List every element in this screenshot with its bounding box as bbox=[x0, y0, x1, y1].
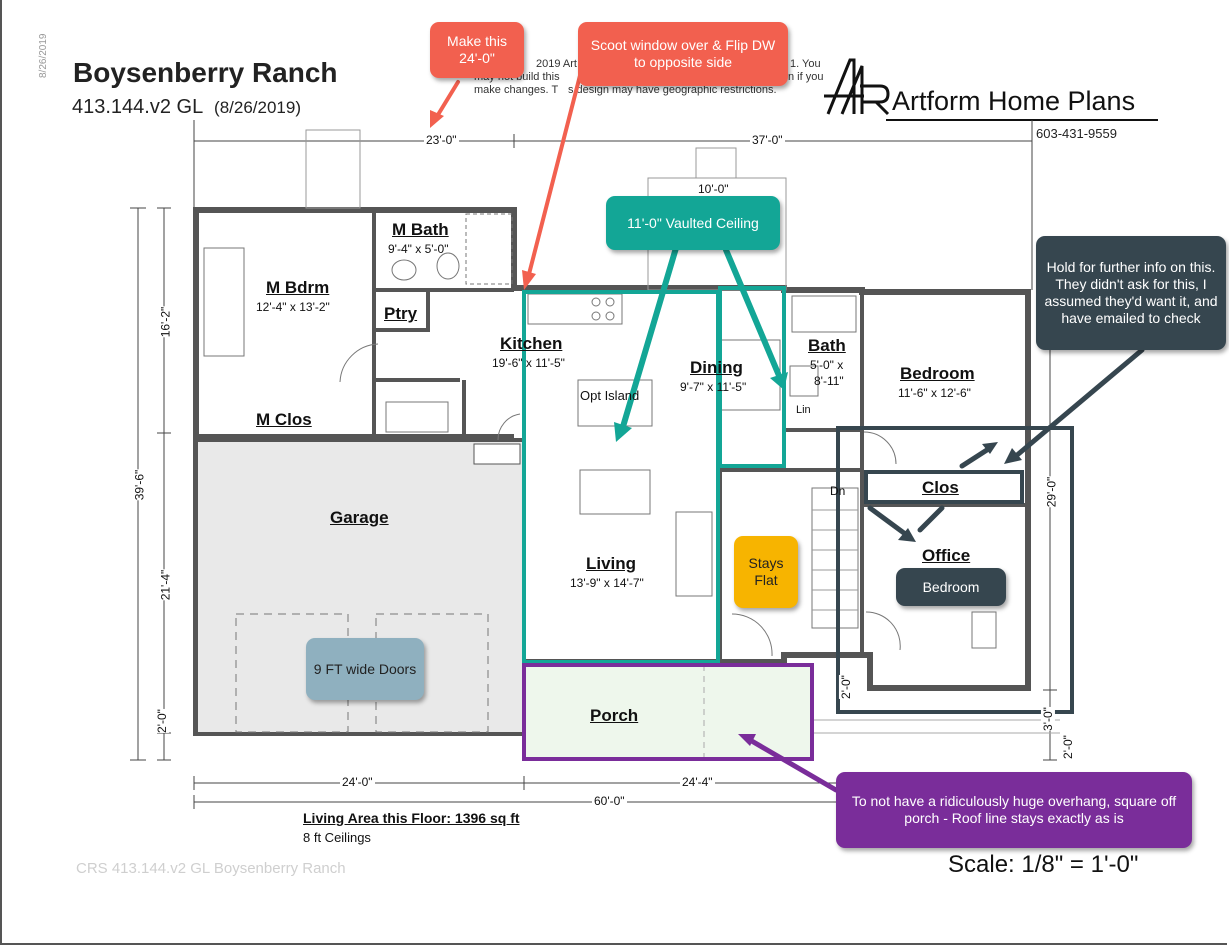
plan-title: Boysenberry Ranch bbox=[73, 57, 338, 88]
dim-inner-2: 2'-0" bbox=[838, 675, 853, 699]
room-lin: Lin bbox=[796, 404, 811, 416]
dim-right-29: 29'-0" bbox=[1044, 476, 1059, 508]
slider-door bbox=[305, 129, 361, 209]
room-porch: Porch bbox=[590, 706, 639, 725]
copyright-line-2b: n if you bbox=[788, 71, 824, 83]
room-bath: Bath bbox=[808, 336, 846, 355]
dim-bottom-244: 24'-4" bbox=[680, 775, 715, 789]
door-swings bbox=[339, 343, 901, 657]
copyright-line-1b: 1. You bbox=[790, 58, 821, 70]
room-m-bdrm: M Bdrm bbox=[266, 278, 330, 297]
dim-left-39: 39'-6" bbox=[132, 469, 147, 501]
dim-left-21: 21'-4" bbox=[158, 569, 173, 601]
room-living-size: 13'-9" x 14'-7" bbox=[570, 576, 644, 590]
copyright-line-1a: 2019 Art F bbox=[536, 58, 587, 70]
copyright-line-3a: make changes. T bbox=[474, 84, 559, 96]
annotation-arrows bbox=[430, 58, 1145, 793]
room-kitchen-size: 19'-6" x 11'-5" bbox=[492, 356, 565, 370]
copyright-line-3b: s design may have geographic restriction… bbox=[568, 84, 777, 96]
room-m-bdrm-size: 12'-4" x 13'-2" bbox=[256, 300, 330, 314]
room-m-bath-size: 9'-4" x 5'-0" bbox=[388, 242, 449, 256]
room-bedroom-size: 11'-6" x 12'-6" bbox=[898, 386, 971, 400]
room-bath-size-b: 8'-11" bbox=[814, 374, 844, 388]
ceiling-height: 8 ft Ceilings bbox=[303, 830, 371, 845]
room-bath-size-a: 5'-0" x bbox=[810, 358, 844, 372]
note-vaulted-ceiling: 11'-0" Vaulted Ceiling bbox=[606, 196, 780, 250]
room-kitchen: Kitchen bbox=[500, 334, 563, 353]
closet-outline bbox=[864, 470, 1024, 504]
room-ptry: Ptry bbox=[384, 304, 418, 323]
note-bedroom: Bedroom bbox=[896, 568, 1006, 606]
note-scoot-window: Scoot window over & Flip DW to opposite … bbox=[578, 22, 788, 86]
dim-left-2: 2'-0" bbox=[154, 709, 169, 733]
room-dining-size: 9'-7" x 11'-5" bbox=[680, 380, 747, 394]
room-clos: Clos bbox=[922, 478, 959, 497]
room-office: Office bbox=[922, 546, 971, 565]
stairs bbox=[812, 509, 858, 611]
room-opt-island: Opt Island bbox=[580, 388, 640, 403]
note-stays-flat: Stays Flat bbox=[734, 536, 798, 608]
room-garage: Garage bbox=[330, 508, 389, 527]
dim-bump: 10'-0" bbox=[696, 182, 731, 196]
artform-logo-icon bbox=[824, 58, 890, 116]
porch-floor bbox=[526, 665, 810, 757]
dim-top-right: 37'-0" bbox=[750, 133, 785, 147]
room-m-bath: M Bath bbox=[392, 220, 449, 239]
note-hold: Hold for further info on this. They didn… bbox=[1036, 236, 1226, 350]
plan-id: 413.144.v2 GL bbox=[72, 96, 203, 118]
dim-right-3: 3'-0" bbox=[1040, 707, 1055, 731]
living-area: Living Area this Floor: 1396 sq ft bbox=[303, 810, 520, 826]
room-m-clos: M Clos bbox=[256, 410, 312, 429]
vaulted-outline-living bbox=[522, 290, 720, 664]
plan-subtitle: 413.144.v2 GL (8/26/2019) bbox=[72, 96, 301, 119]
dim-right-2: 2'-0" bbox=[1060, 735, 1075, 759]
note-square-off-porch: To not have a ridiculously huge overhang… bbox=[836, 772, 1192, 848]
plan-date: (8/26/2019) bbox=[214, 98, 301, 117]
garage-step bbox=[473, 443, 521, 465]
dim-bottom-24: 24'-0" bbox=[340, 775, 375, 789]
room-dn: Dn bbox=[830, 484, 846, 498]
porch-outline bbox=[522, 663, 814, 761]
brand-name: Artform Home Plans bbox=[892, 86, 1136, 116]
chimney bbox=[695, 147, 737, 179]
phone-number: 603-431-9559 bbox=[1036, 126, 1117, 141]
dim-top-left: 23'-0" bbox=[424, 133, 459, 147]
room-dining: Dining bbox=[690, 358, 743, 377]
room-living: Living bbox=[586, 554, 637, 573]
note-make-24: Make this 24'-0" bbox=[430, 22, 524, 78]
brand-underline bbox=[886, 119, 1158, 121]
dim-bottom-60: 60'-0" bbox=[592, 794, 627, 808]
scale-label: Scale: 1/8" = 1'-0" bbox=[948, 851, 1139, 878]
bedroom-outline bbox=[836, 426, 1074, 714]
note-9ft-doors: 9 FT wide Doors bbox=[306, 638, 424, 700]
crs-watermark: CRS 413.144.v2 GL Boysenberry Ranch bbox=[76, 860, 346, 877]
room-bedroom: Bedroom bbox=[900, 364, 975, 383]
dim-left-16: 16'-2" bbox=[158, 306, 173, 338]
